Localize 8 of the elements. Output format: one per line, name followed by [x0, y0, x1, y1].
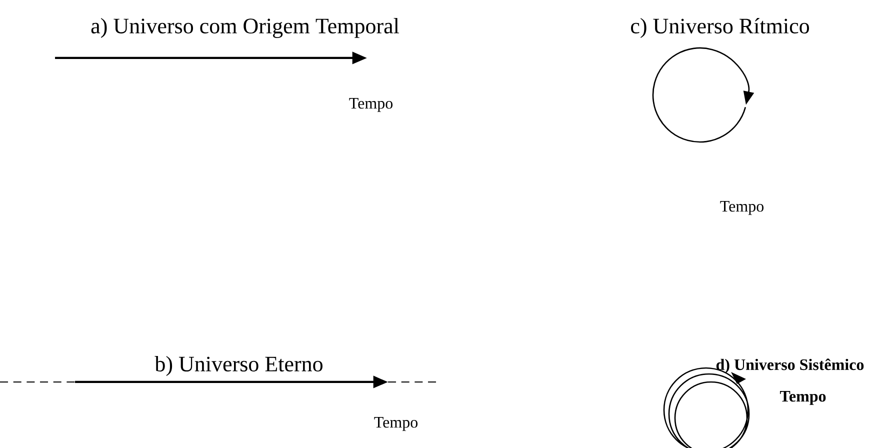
panel-title: b) Universo Eterno: [154, 356, 322, 376]
panel-title: d) Universo Sistêmico: [716, 358, 864, 374]
time-label: Tempo: [780, 391, 826, 405]
time-label: Tempo: [349, 98, 393, 112]
time-label: Tempo: [374, 417, 418, 431]
time-label: Tempo: [720, 201, 764, 215]
panel-title: c) Universo Rítmico: [631, 18, 809, 38]
panel-title: a) Universo com Origem Temporal: [91, 18, 399, 38]
